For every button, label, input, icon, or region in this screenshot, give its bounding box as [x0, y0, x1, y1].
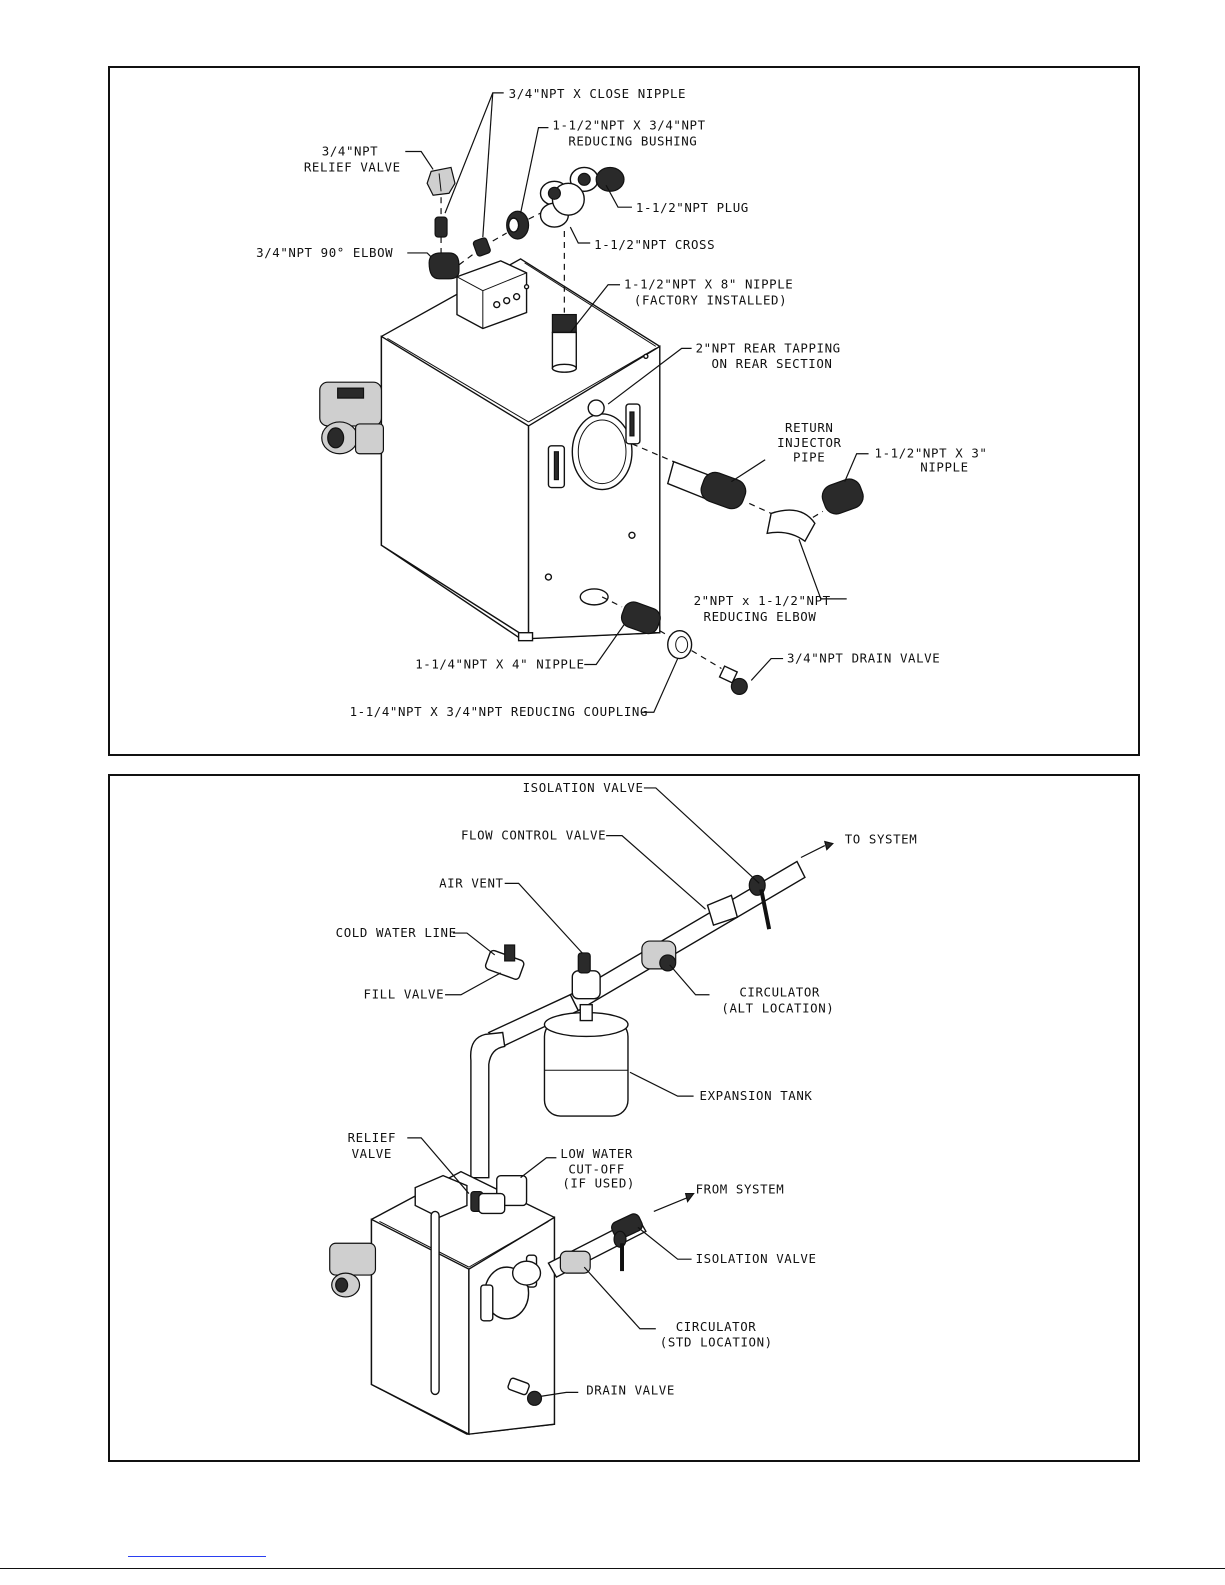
- label-nipple-8-line1: 1-1/2"NPT X 8" NIPPLE: [624, 277, 793, 292]
- label-cross: 1-1/2"NPT CROSS: [594, 237, 715, 252]
- isolation-valve-supply: [748, 874, 772, 930]
- footer-rule: [0, 1568, 1225, 1569]
- drain-valve-3-4-npt: [718, 665, 748, 695]
- boiler-assembled: [329, 1170, 556, 1436]
- label-rear-tapping-line2: ON REAR SECTION: [711, 356, 832, 371]
- nipple-1-1-4x4: [620, 601, 661, 635]
- label-return-injector-line2: INJECTOR: [777, 435, 842, 450]
- fill-valve: [484, 944, 525, 980]
- label-isolation-valve-top: ISOLATION VALVE: [523, 780, 644, 795]
- label-expansion-tank: EXPANSION TANK: [700, 1088, 813, 1103]
- exploded-fittings-diagram: 3/4"NPT X CLOSE NIPPLE 1-1/2"NPT X 3/4"N…: [108, 66, 1140, 756]
- label-lwco-line2: CUT-OFF: [568, 1162, 624, 1177]
- relief-valve-3-4-npt: [426, 166, 456, 196]
- label-elbow-90: 3/4"NPT 90° ELBOW: [256, 245, 393, 260]
- reducing-bushing: [506, 210, 530, 240]
- label-air-vent: AIR VENT: [439, 875, 504, 890]
- close-nipple-2: [472, 237, 491, 257]
- label-reducing-elbow-line1: 2"NPT x 1-1/2"NPT: [694, 593, 831, 608]
- supply-piping: [469, 860, 806, 1179]
- label-nipple-3-line2: NIPPLE: [920, 460, 968, 475]
- label-to-system: TO SYSTEM: [845, 832, 918, 847]
- label-circulator-alt-line2: (ALT LOCATION): [721, 1001, 834, 1016]
- label-close-nipple: 3/4"NPT X CLOSE NIPPLE: [509, 86, 686, 101]
- label-drain-valve: DRAIN VALVE: [586, 1382, 675, 1397]
- label-nipple-8-line2: (FACTORY INSTALLED): [634, 293, 787, 308]
- nipple-1-1-2x3: [821, 478, 864, 515]
- label-relief-valve-line2: RELIEF VALVE: [304, 159, 401, 174]
- boiler-body: [319, 258, 661, 642]
- label-circulator-alt-line1: CIRCULATOR: [739, 985, 820, 1000]
- plug-1-1-2-npt: [595, 166, 625, 192]
- label-lwco-line3: (IF USED): [562, 1176, 635, 1191]
- label-return-injector-line3: PIPE: [793, 450, 825, 465]
- label-relief-valve-line2: VALVE: [352, 1146, 392, 1161]
- label-circulator-std-line1: CIRCULATOR: [676, 1319, 757, 1334]
- label-lwco-line1: LOW WATER: [560, 1146, 633, 1161]
- return-piping: [547, 1213, 647, 1278]
- label-relief-valve-line1: 3/4"NPT: [322, 143, 378, 158]
- expansion-tank: [543, 1003, 629, 1117]
- piping-layout-diagram: ISOLATION VALVE FLOW CONTROL VALVE TO SY…: [108, 774, 1140, 1462]
- label-fill-valve: FILL VALVE: [364, 987, 445, 1002]
- footer-link-underline[interactable]: [128, 1555, 266, 1557]
- label-reducing-elbow-line2: REDUCING ELBOW: [704, 609, 817, 624]
- cross-1-1-2-npt: [539, 166, 599, 228]
- piping-layout-drawing: ISOLATION VALVE FLOW CONTROL VALVE TO SY…: [329, 780, 918, 1436]
- flow-control-valve: [706, 894, 739, 927]
- elbow-90-3-4-npt: [428, 252, 460, 280]
- return-injector-pipe: [666, 460, 747, 510]
- air-vent-and-tee: [571, 952, 601, 1000]
- reducing-coupling-1-1-4x3-4: [667, 630, 693, 660]
- label-reducing-bushing-line1: 1-1/2"NPT X 3/4"NPT: [552, 118, 705, 133]
- label-return-injector-line1: RETURN: [785, 420, 833, 435]
- label-nipple-4: 1-1/4"NPT X 4" NIPPLE: [415, 656, 584, 671]
- label-reducing-coupling: 1-1/4"NPT X 3/4"NPT REDUCING COUPLING: [350, 704, 648, 719]
- label-relief-valve-line1: RELIEF: [348, 1130, 396, 1145]
- label-reducing-bushing-line2: REDUCING BUSHING: [568, 134, 697, 149]
- label-from-system: FROM SYSTEM: [696, 1182, 785, 1197]
- label-isolation-valve-bottom: ISOLATION VALVE: [696, 1251, 817, 1266]
- label-rear-tapping-line1: 2"NPT REAR TAPPING: [696, 340, 841, 355]
- label-circulator-std-line2: (STD LOCATION): [660, 1335, 773, 1350]
- label-cold-water-line: COLD WATER LINE: [336, 925, 457, 940]
- label-flow-control-valve: FLOW CONTROL VALVE: [461, 828, 606, 843]
- label-drain-valve: 3/4"NPT DRAIN VALVE: [787, 651, 940, 666]
- close-nipple-1: [434, 216, 448, 238]
- exploded-fittings-drawing: 3/4"NPT X CLOSE NIPPLE 1-1/2"NPT X 3/4"N…: [256, 86, 988, 719]
- label-plug: 1-1/2"NPT PLUG: [636, 200, 749, 215]
- reducing-elbow-2x1-1-2: [766, 509, 816, 543]
- label-nipple-3-line1: 1-1/2"NPT X 3": [875, 446, 988, 461]
